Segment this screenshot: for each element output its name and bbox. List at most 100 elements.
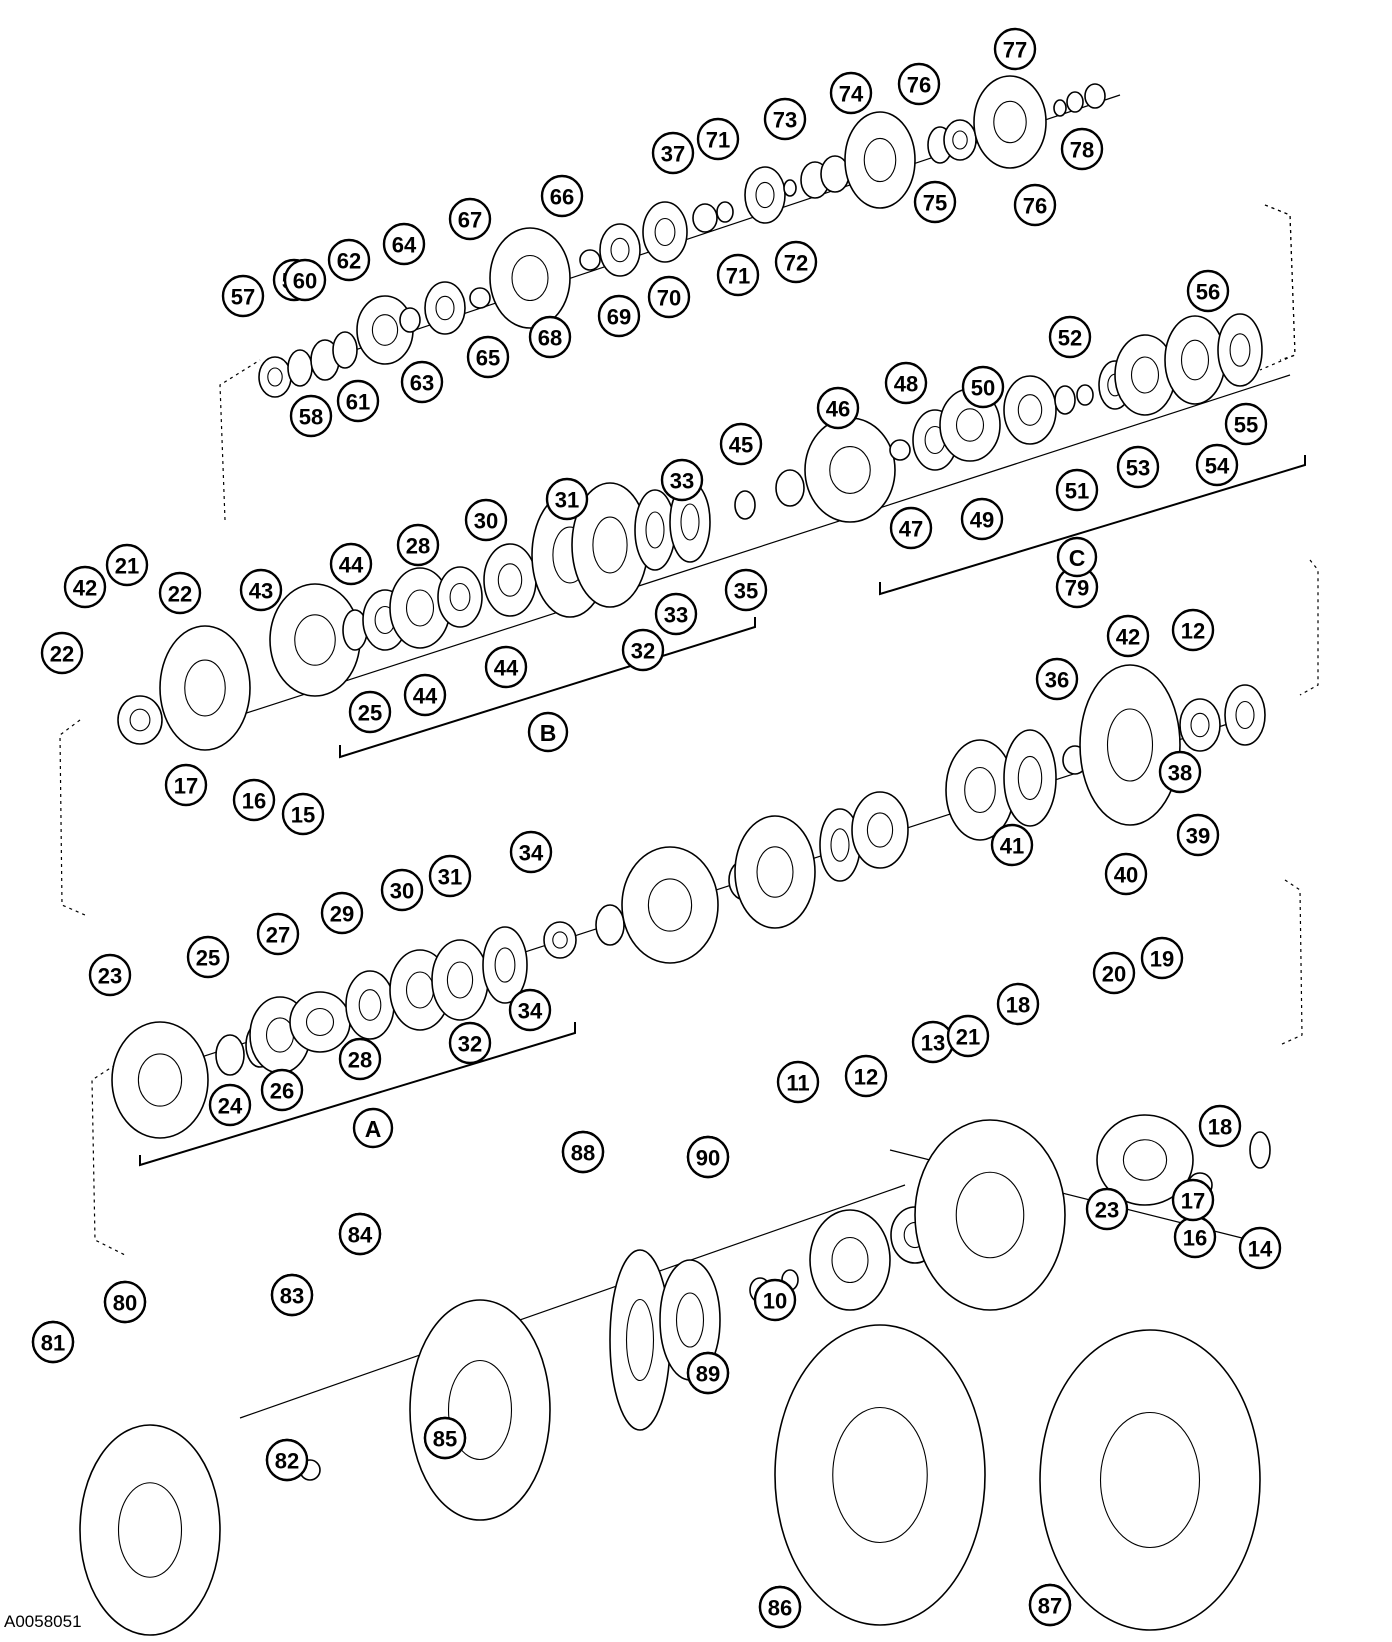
callout-76-95: 76 [897, 62, 941, 106]
svg-text:56: 56 [1196, 280, 1220, 305]
svg-text:28: 28 [406, 534, 430, 559]
svg-text:53: 53 [1126, 456, 1150, 481]
callout-90-110: 90 [686, 1135, 730, 1179]
svg-text:42: 42 [73, 576, 97, 601]
part-ring-11 [642, 201, 688, 263]
callout-20-25: 20 [1092, 951, 1136, 995]
svg-text:13: 13 [921, 1031, 945, 1056]
svg-text:48: 48 [894, 372, 918, 397]
part-ring-40 [889, 439, 911, 461]
part-ring-26 [159, 625, 251, 751]
callout-21-27: 21 [946, 1014, 990, 1058]
callout-25-33: 25 [348, 690, 392, 734]
part-ring-79 [809, 1209, 891, 1311]
part-ring-15 [783, 179, 797, 197]
callout-55-73: 55 [1224, 402, 1268, 446]
part-ring-3 [332, 331, 358, 369]
svg-text:89: 89 [696, 1362, 720, 1387]
group-frame-5 [91, 1064, 126, 1256]
part-ring-70 [1179, 698, 1221, 752]
callout-82-102: 82 [265, 1438, 309, 1482]
part-ring-1 [287, 349, 313, 387]
part-ring-58 [482, 926, 528, 1004]
group-frame-6 [1279, 879, 1303, 1046]
svg-text:51: 51 [1065, 479, 1089, 504]
svg-text:33: 33 [664, 603, 688, 628]
callout-49-67: 49 [960, 497, 1004, 541]
callout-13-15: 13 [911, 1020, 955, 1064]
part-ring-13 [716, 201, 734, 223]
callout-75-94: 75 [913, 180, 957, 224]
part-ring-12 [692, 203, 718, 233]
callout-58-76: 58 [289, 394, 333, 438]
svg-text:22: 22 [50, 642, 74, 667]
svg-text:78: 78 [1070, 138, 1094, 163]
callout-28-37: 28 [396, 523, 440, 567]
callout-40-55: 40 [1104, 852, 1148, 896]
callout-32-45: 32 [448, 1021, 492, 1065]
callout-74-93: 74 [829, 71, 873, 115]
svg-text:27: 27 [266, 923, 290, 948]
callout-17-21: 17 [164, 763, 208, 807]
part-ring-83 [1096, 1114, 1194, 1206]
group-label-A: A [352, 1107, 394, 1149]
svg-text:16: 16 [242, 789, 266, 814]
svg-text:44: 44 [413, 684, 438, 709]
part-ring-21 [973, 75, 1047, 169]
callout-64-82: 64 [382, 222, 426, 266]
svg-text:29: 29 [330, 902, 354, 927]
callout-44-60: 44 [329, 542, 373, 586]
callout-88-108: 88 [561, 1130, 605, 1174]
part-ring-72 [79, 1424, 221, 1636]
part-ring-54 [289, 991, 351, 1053]
callout-77-97: 77 [993, 27, 1037, 71]
svg-text:30: 30 [390, 879, 414, 904]
part-ring-38 [775, 469, 805, 507]
svg-text:76: 76 [1023, 194, 1047, 219]
part-ring-20 [943, 119, 977, 161]
callout-50-68: 50 [961, 365, 1005, 409]
callout-53-71: 53 [1116, 445, 1160, 489]
part-ring-8 [489, 227, 571, 329]
part-ring-32 [483, 543, 537, 617]
callout-46-64: 46 [816, 386, 860, 430]
svg-text:23: 23 [98, 964, 122, 989]
part-ring-49 [1217, 313, 1263, 387]
callout-76-96: 76 [1013, 183, 1057, 227]
part-ring-67 [1003, 729, 1057, 827]
svg-text:63: 63 [410, 371, 434, 396]
callout-30-41: 30 [380, 868, 424, 912]
svg-text:72: 72 [784, 251, 808, 276]
callout-22-28: 22 [40, 631, 84, 675]
svg-text:73: 73 [773, 108, 797, 133]
svg-text:39: 39 [1186, 824, 1210, 849]
svg-text:31: 31 [555, 488, 579, 513]
part-ring-7 [469, 287, 491, 309]
callout-52-70: 52 [1048, 315, 1092, 359]
callout-86-106: 86 [758, 1585, 802, 1629]
part-ring-39 [804, 417, 896, 523]
part-ring-5 [399, 307, 421, 333]
part-ring-55 [345, 970, 395, 1040]
group-frame-2 [1264, 204, 1296, 361]
svg-text:B: B [540, 720, 557, 746]
svg-text:14: 14 [1248, 1237, 1273, 1262]
part-ring-61 [621, 846, 719, 964]
svg-text:40: 40 [1114, 863, 1138, 888]
svg-text:50: 50 [971, 376, 995, 401]
group-label-C: C [1056, 536, 1098, 578]
svg-text:34: 34 [519, 841, 544, 866]
callout-12-13: 12 [844, 1054, 888, 1098]
callout-63-81: 63 [400, 360, 444, 404]
part-ring-24 [1084, 83, 1106, 109]
callout-layer: 1234566678910111212131415161617171818192… [31, 27, 1282, 1629]
svg-text:21: 21 [115, 554, 139, 579]
callout-30-40: 30 [464, 498, 508, 542]
callout-36-51: 36 [1035, 657, 1079, 701]
svg-text:17: 17 [1181, 1189, 1205, 1214]
callout-18-23: 18 [996, 982, 1040, 1026]
group-frame-4 [1299, 559, 1319, 696]
svg-text:70: 70 [657, 286, 681, 311]
